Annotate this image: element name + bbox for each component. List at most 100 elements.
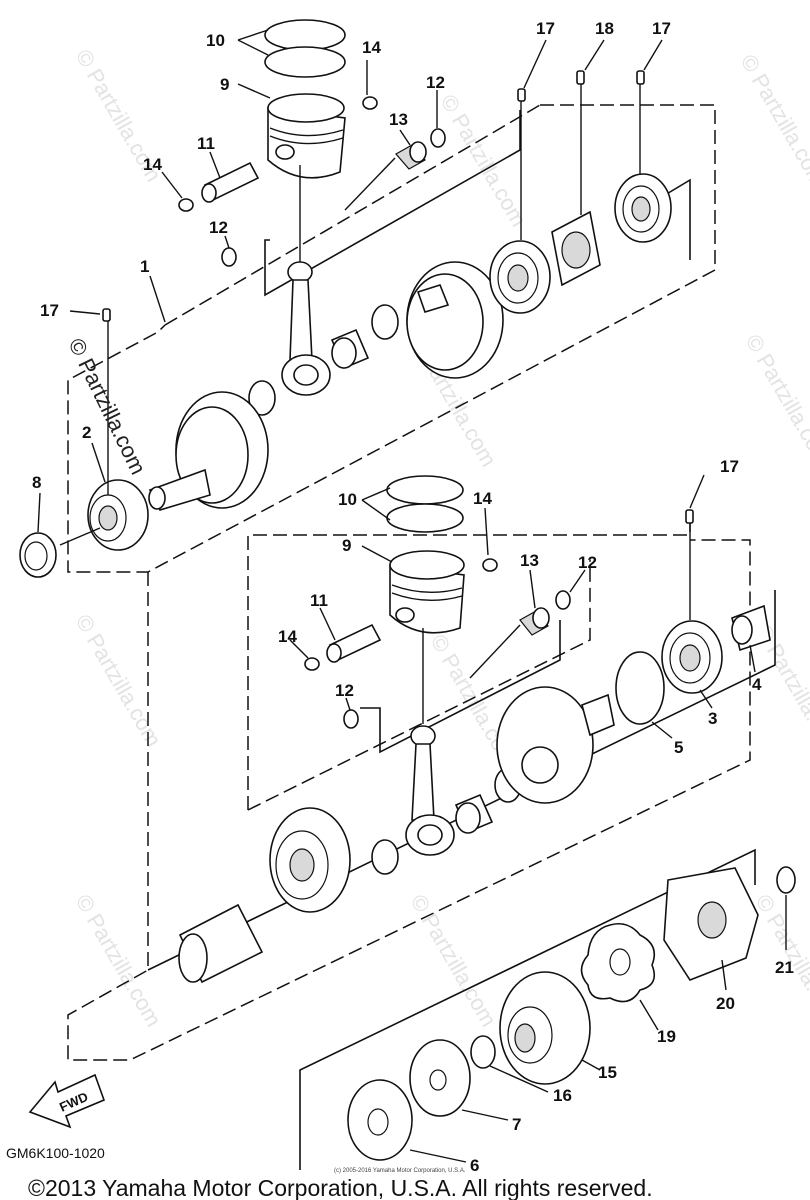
callout-12: 12 [578, 553, 597, 572]
circlip [304, 657, 320, 671]
watermark-text: © Partzilla.com [741, 330, 810, 471]
callout-12: 12 [209, 218, 228, 237]
callout-16: 16 [553, 1086, 572, 1105]
right-crank-web [496, 686, 615, 804]
rubber-damper [580, 922, 656, 1003]
pin-axis [344, 157, 396, 211]
callout-leader [689, 474, 705, 509]
callout-9: 9 [342, 536, 351, 555]
callout-leader [461, 1109, 509, 1121]
crank-pin-cylinder [178, 903, 264, 984]
oil-seal [19, 532, 57, 578]
thrust-washer [430, 128, 446, 148]
callout-7: 7 [512, 1115, 521, 1134]
watermark-text: © Partzilla.com [736, 50, 810, 191]
main-bearing [489, 240, 551, 314]
callout-leader [581, 1059, 601, 1071]
copyright-notice: ©2013 Yamaha Motor Corporation, U.S.A. A… [28, 1175, 653, 1200]
callout-14: 14 [473, 489, 492, 508]
upper-right-bracket [664, 178, 691, 260]
needle-bearing [519, 607, 550, 636]
dowel-pin [517, 88, 526, 102]
lower-assembly-outline [67, 539, 751, 1061]
coupling-hub [663, 867, 759, 981]
piston-ring [264, 19, 346, 51]
callout-1: 1 [140, 257, 149, 276]
callout-leader [361, 487, 391, 521]
o-ring [470, 1035, 496, 1069]
callout-leader [569, 569, 586, 593]
collar [731, 604, 771, 652]
circlip [362, 96, 378, 110]
callout-leader [749, 644, 756, 673]
fwd-arrow: FWD [28, 1073, 106, 1129]
callout-leader [149, 275, 166, 323]
callout-leader [289, 639, 309, 659]
callout-leader [489, 1065, 549, 1093]
main-bearing [661, 620, 723, 694]
callout-17: 17 [40, 301, 59, 320]
spacer-plate [409, 1039, 471, 1117]
thrust-washer [371, 304, 399, 340]
piston-pin [201, 161, 260, 203]
circlip [178, 198, 194, 212]
callout-leader [409, 1149, 467, 1163]
callout-leader [237, 29, 269, 56]
callout-leader [319, 607, 336, 641]
callout-leader [651, 721, 673, 739]
drive-bracket [299, 848, 756, 1170]
piston-pin [326, 623, 382, 663]
callout-leader [345, 697, 351, 711]
callout-18: 18 [595, 19, 614, 38]
callout-2: 2 [82, 423, 91, 442]
callout-17: 17 [720, 457, 739, 476]
dowel-pin [102, 308, 111, 322]
callout-leader [91, 442, 106, 483]
callout-9: 9 [220, 75, 229, 94]
snap-ring [615, 651, 665, 725]
callout-13: 13 [389, 110, 408, 129]
callout-12: 12 [335, 681, 354, 700]
lower-crank-assembly: 10 14 9 13 12 11 14 12 4 3 5 [67, 474, 776, 1061]
watermark-text: © Partzilla.com [406, 890, 502, 1031]
callout-10: 10 [338, 490, 357, 509]
circlip [482, 558, 498, 572]
thrust-washer [343, 709, 359, 729]
callout-11: 11 [197, 134, 215, 153]
callout-leader [224, 235, 230, 249]
callout-leader [69, 310, 101, 315]
callout-19: 19 [657, 1027, 676, 1046]
piston-ring [386, 503, 464, 533]
callout-leader [523, 39, 547, 89]
upper-assembly-outline [67, 104, 716, 573]
thrust-washer [555, 590, 571, 610]
piston [389, 550, 465, 634]
callout-leader [209, 151, 221, 179]
dowel-pin [636, 70, 645, 85]
callout-17: 17 [652, 19, 671, 38]
callout-4: 4 [752, 675, 762, 694]
callout-20: 20 [716, 994, 735, 1013]
thrust-washer [248, 380, 276, 416]
bushing [454, 793, 494, 834]
callout-14: 14 [278, 627, 297, 646]
diagram-code: GM6K100-1020 [6, 1145, 105, 1161]
upper-crank-assembly: 10 14 9 12 13 11 14 12 1 17 17 18 17 2 8… [19, 19, 739, 578]
left-main-bearing [87, 479, 149, 551]
callout-leader [584, 39, 605, 71]
callout-15: 15 [598, 1063, 617, 1082]
callout-leader [361, 545, 393, 563]
shaft-axis [59, 527, 101, 546]
callout-leader [699, 689, 713, 709]
pin-axis [469, 624, 521, 679]
callout-leader [399, 129, 411, 146]
needle-bearing [395, 141, 427, 170]
callout-11: 11 [310, 591, 328, 610]
bushing [330, 328, 370, 370]
watermark-text: © Partzilla.com [71, 890, 167, 1031]
callout-leader [721, 959, 727, 991]
upper-piston-bracket [264, 110, 521, 297]
callout-leader [161, 171, 183, 199]
spacer-collar [551, 210, 601, 287]
